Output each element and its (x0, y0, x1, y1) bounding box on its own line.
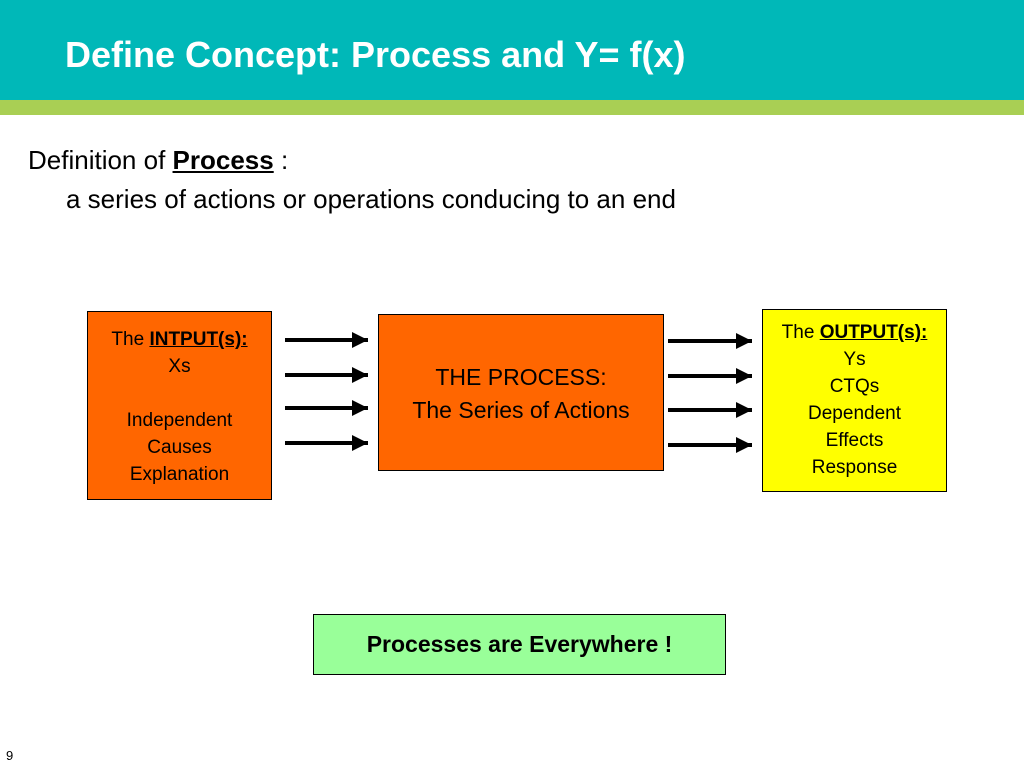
process-line1: THE PROCESS: (435, 364, 607, 390)
input-line: Causes (147, 437, 212, 458)
definition-line: Definition of Process : (28, 145, 288, 176)
output-box: The OUTPUT(s): Ys CTQs Dependent Effects… (762, 309, 947, 492)
input-heading: The INTPUT(s): (88, 326, 271, 353)
page-number: 9 (6, 748, 14, 763)
process-line2: The Series of Actions (412, 397, 630, 423)
output-heading: The OUTPUT(s): (763, 319, 946, 346)
output-line: Response (811, 457, 898, 478)
process-box: THE PROCESS: The Series of Actions (378, 314, 664, 471)
input-label: INTPUT(s): (149, 329, 248, 350)
footer-box: Processes are Everywhere ! (313, 614, 726, 675)
input-line: Xs (168, 356, 191, 377)
output-line: Dependent (808, 403, 901, 424)
definition-prefix: Definition of (28, 145, 173, 175)
output-label: OUTPUT(s): (819, 322, 928, 343)
output-line: Effects (825, 430, 884, 451)
input-line: Independent (126, 410, 233, 431)
header-band (0, 0, 1024, 100)
output-line: Ys (843, 349, 866, 370)
output-line: CTQs (829, 376, 880, 397)
definition-keyword: Process (172, 145, 274, 175)
input-line: Explanation (129, 464, 230, 485)
definition-text: a series of actions or operations conduc… (66, 184, 676, 214)
input-box: The INTPUT(s): Xs Independent Causes Exp… (87, 311, 272, 500)
definition-suffix: : (273, 145, 289, 175)
input-the: The (111, 329, 150, 350)
slide-title: Define Concept: Process and Y= f(x) (65, 34, 686, 75)
header-stripe (0, 100, 1024, 115)
output-the: The (781, 322, 820, 343)
